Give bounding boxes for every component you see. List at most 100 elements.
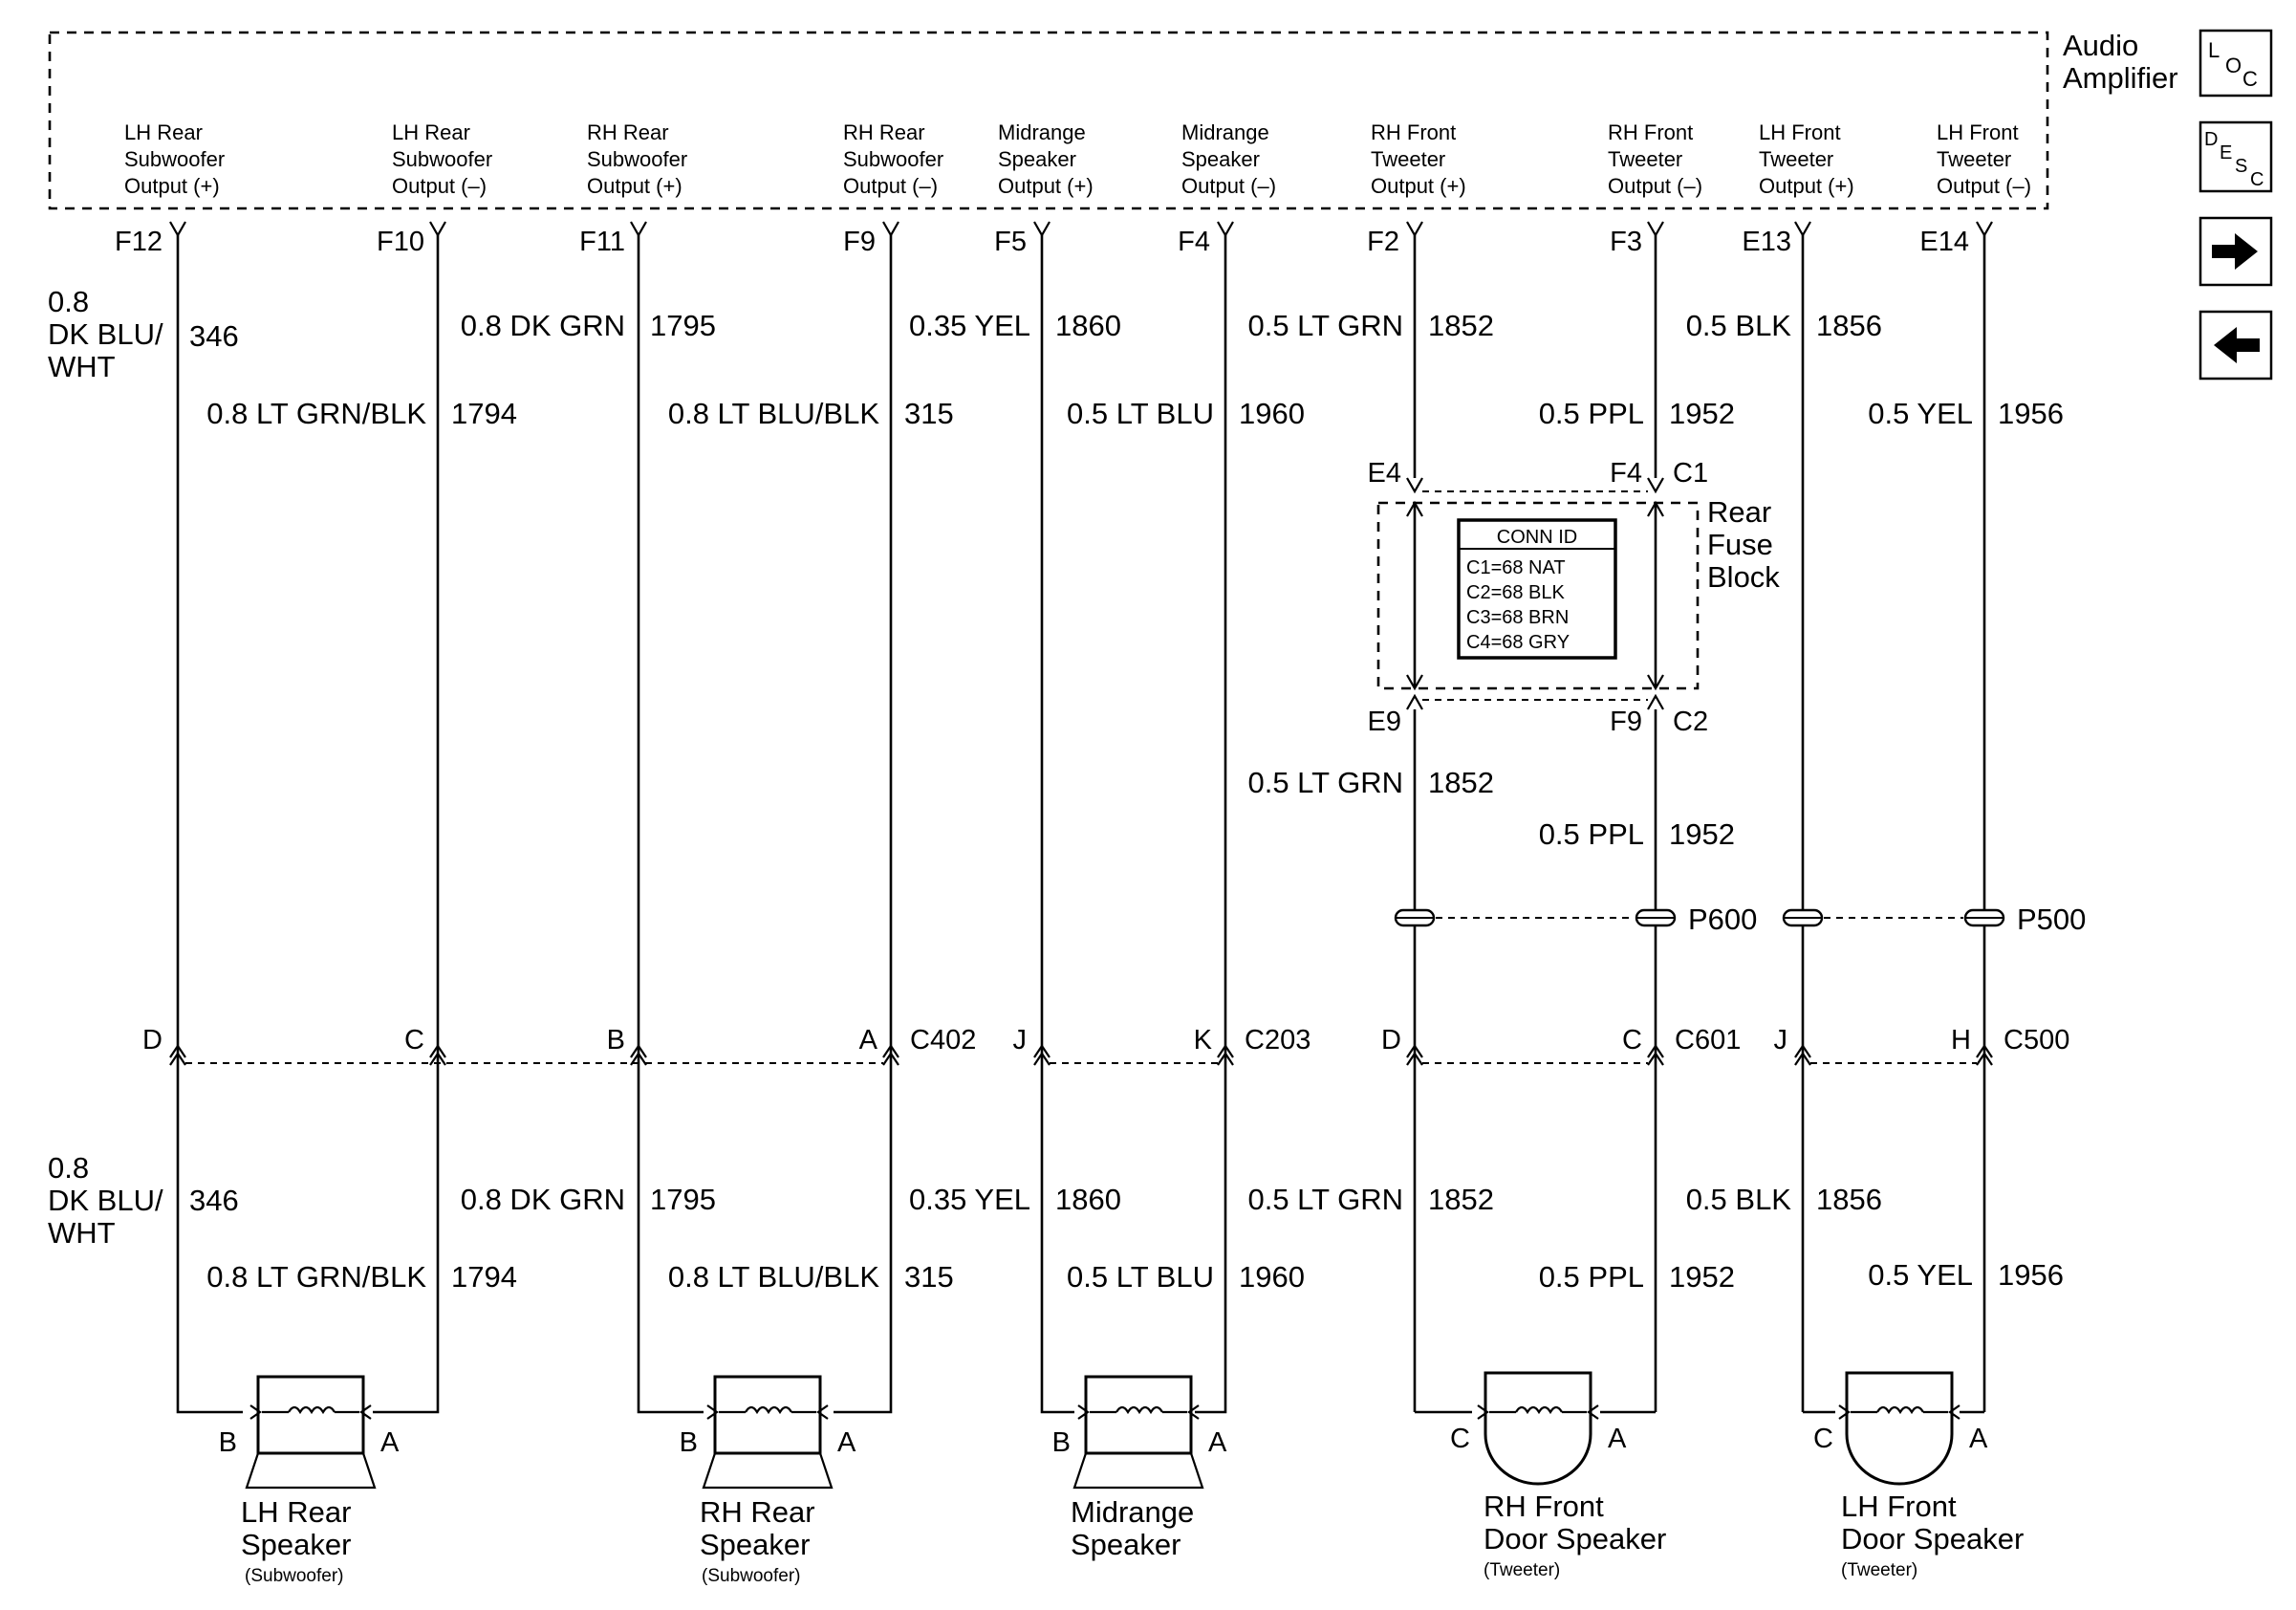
lh-front-speaker-name2: Door Speaker [1841,1522,2024,1556]
wire-1852-circuit-mid: 1852 [1428,766,1494,799]
pin-E13: E13 [1742,227,1791,257]
fuse-pin-E4: E4 [1368,458,1401,489]
rh-rear-speaker-name2: Speaker [700,1528,810,1561]
wire-346-circuit-lower: 346 [189,1184,239,1217]
amplifier-title-line2: Amplifier [2063,61,2178,95]
c402-pin-B: B [607,1025,625,1055]
svg-text:Output (+): Output (+) [1759,174,1854,198]
c601-pin-D: D [1381,1025,1401,1055]
fuse-pin-E9: E9 [1368,707,1401,737]
svg-text:RH Rear: RH Rear [843,120,925,144]
audio-amplifier-box[interactable] [48,31,2049,210]
wire-1860-label-lower: 0.35 YEL [909,1183,1030,1216]
svg-text:C: C [2250,169,2264,190]
conn-id-c2: C2=68 BLK [1466,582,1566,603]
rear-fuse-block[interactable]: E4 F4 C1 E9 F9 C2 Rear Fuse Block CONN I… [1368,458,1781,737]
wire-1852-circuit: 1852 [1428,309,1494,342]
svg-text:L: L [2208,38,2220,62]
lh-rear-speaker-name2: Speaker [241,1528,351,1561]
svg-text:RH Front: RH Front [1608,120,1693,144]
c601-pin-C: C [1622,1025,1642,1055]
pin-F9: F9 [843,227,876,257]
wire-1794-circuit-lower: 1794 [451,1260,517,1294]
svg-text:Output (–): Output (–) [1181,174,1276,198]
wire-1856-circuit-lower: 1856 [1816,1183,1882,1216]
pin-F5: F5 [994,227,1027,257]
svg-text:O: O [2225,54,2242,77]
svg-text:LH Front: LH Front [1937,120,2019,144]
connector-c203[interactable]: J K C203 [1013,1025,1311,1066]
wire-1956-label-lower: 0.5 YEL [1868,1258,1973,1292]
next-page-button[interactable] [2199,216,2273,287]
svg-text:Output (–): Output (–) [1608,174,1702,198]
midrange-speaker[interactable]: B A Midrange Speaker [1040,1045,1227,1561]
pin-F12: F12 [115,227,162,257]
svg-text:Output (+): Output (+) [998,174,1094,198]
svg-text:Midrange: Midrange [1181,120,1269,144]
wire-346-color2: WHT [48,350,116,383]
svg-text:Tweeter: Tweeter [1608,147,1682,171]
connector-c601[interactable]: D C C601 [1381,1025,1741,1066]
arrow-left-icon [2214,327,2260,363]
fuse-pin-F4: F4 [1610,458,1642,489]
wire-1960-circuit-lower: 1960 [1239,1260,1305,1294]
wire-1952-circuit-lower: 1952 [1669,1260,1735,1294]
wire-1794-circuit: 1794 [451,397,517,430]
connector-c500[interactable]: J H C500 [1774,1025,2070,1066]
pin-F3: F3 [1610,227,1642,257]
wire-315-circuit-lower: 315 [904,1260,954,1294]
prev-page-button[interactable] [2199,310,2273,381]
splice-p500[interactable]: P500 [1782,903,2086,936]
wire-1795-circuit: 1795 [650,309,716,342]
svg-text:Subwoofer: Subwoofer [392,147,492,171]
c402-pin-A: A [859,1025,878,1055]
rh-front-speaker-note: (Tweeter) [1484,1560,1560,1580]
splice-p500-label: P500 [2017,903,2086,936]
c402-label: C402 [910,1025,976,1055]
c601-label: C601 [1675,1025,1741,1055]
rh-rear-speaker[interactable]: B A RH Rear Speaker (Subwoofer) [637,1045,893,1586]
svg-text:Tweeter: Tweeter [1371,147,1445,171]
rh-rear-pin-B: B [680,1427,698,1458]
loc-button[interactable]: L O C [2199,29,2273,98]
fuse-block-name-1: Rear [1707,495,1771,529]
svg-text:Output (+): Output (+) [124,174,220,198]
wire-1952-circuit: 1952 [1669,397,1735,430]
wire-1852-label-mid: 0.5 LT GRN [1247,766,1403,799]
midrange-speaker-name2: Speaker [1071,1528,1180,1561]
fuse-pin-F9: F9 [1610,707,1642,737]
fuse-conn-C1: C1 [1673,458,1708,489]
svg-text:Output (–): Output (–) [1937,174,2031,198]
wire-1794-label-lower: 0.8 LT GRN/BLK [206,1260,426,1294]
fuse-block-name-2: Fuse [1707,528,1773,561]
lh-front-door-speaker[interactable]: C A LH Front Door Speaker (Tweeter) [1803,1371,2024,1580]
svg-text:Subwoofer: Subwoofer [843,147,943,171]
wire-315-label-lower: 0.8 LT BLU/BLK [668,1260,879,1294]
wire-346-size-lower: 0.8 [48,1151,89,1185]
pin-F10: F10 [377,227,424,257]
rh-front-pin-A: A [1608,1424,1627,1454]
wire-346-color2-lower: WHT [48,1216,116,1250]
desc-button[interactable]: D E S C [2199,120,2273,193]
wire-1795-label: 0.8 DK GRN [461,309,625,342]
amplifier-pin-labels: F12 F10 F11 F9 F5 F4 F2 F3 E13 E14 [115,227,1969,257]
lh-front-pin-C: C [1813,1424,1833,1454]
svg-text:Output (+): Output (+) [1371,174,1466,198]
c402-pin-D: D [142,1025,162,1055]
wire-1952-label-lower: 0.5 PPL [1539,1260,1644,1294]
rh-front-door-speaker[interactable]: C A RH Front Door Speaker (Tweeter) [1415,1371,1666,1580]
splice-p600[interactable]: P600 [1394,903,1757,936]
lh-rear-speaker[interactable]: B A LH Rear Speaker (Subwoofer) [176,1045,440,1586]
svg-text:Speaker: Speaker [998,147,1076,171]
pin-F4: F4 [1178,227,1210,257]
midrange-pin-A: A [1208,1427,1227,1458]
c402-pin-C: C [404,1025,424,1055]
connector-c402[interactable]: D C B A C402 [142,1025,976,1066]
c203-pin-K: K [1194,1025,1213,1055]
